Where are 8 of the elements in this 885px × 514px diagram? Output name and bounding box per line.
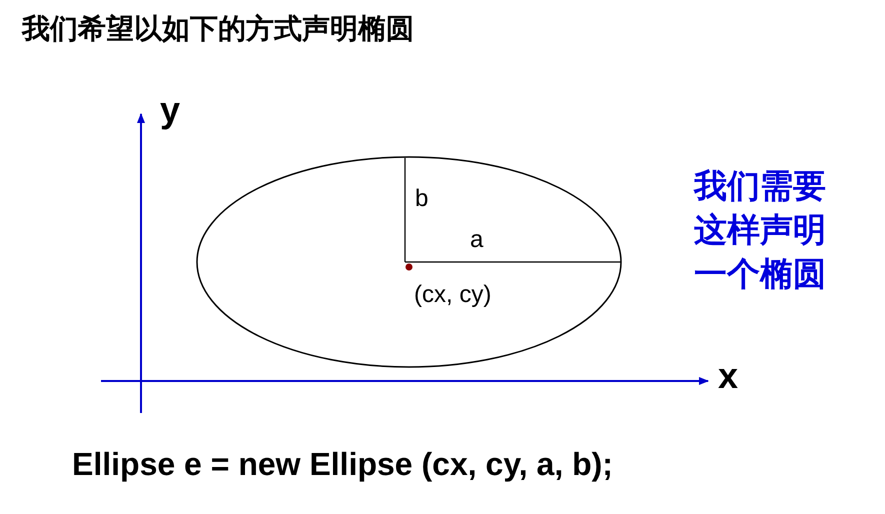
- note-text: 我们需要这样声明一个椭圆: [694, 166, 827, 294]
- title-heading: 我们希望以如下的方式声明椭圆: [22, 14, 414, 45]
- dimension-label: b: [415, 186, 428, 212]
- dimension-label: a: [470, 227, 484, 254]
- code-line: Ellipse e = new Ellipse (cx, cy, a, b);: [72, 447, 613, 482]
- point-label: (cx, cy): [414, 282, 492, 308]
- axis-label: x: [718, 356, 738, 396]
- axis-label: y: [160, 90, 180, 130]
